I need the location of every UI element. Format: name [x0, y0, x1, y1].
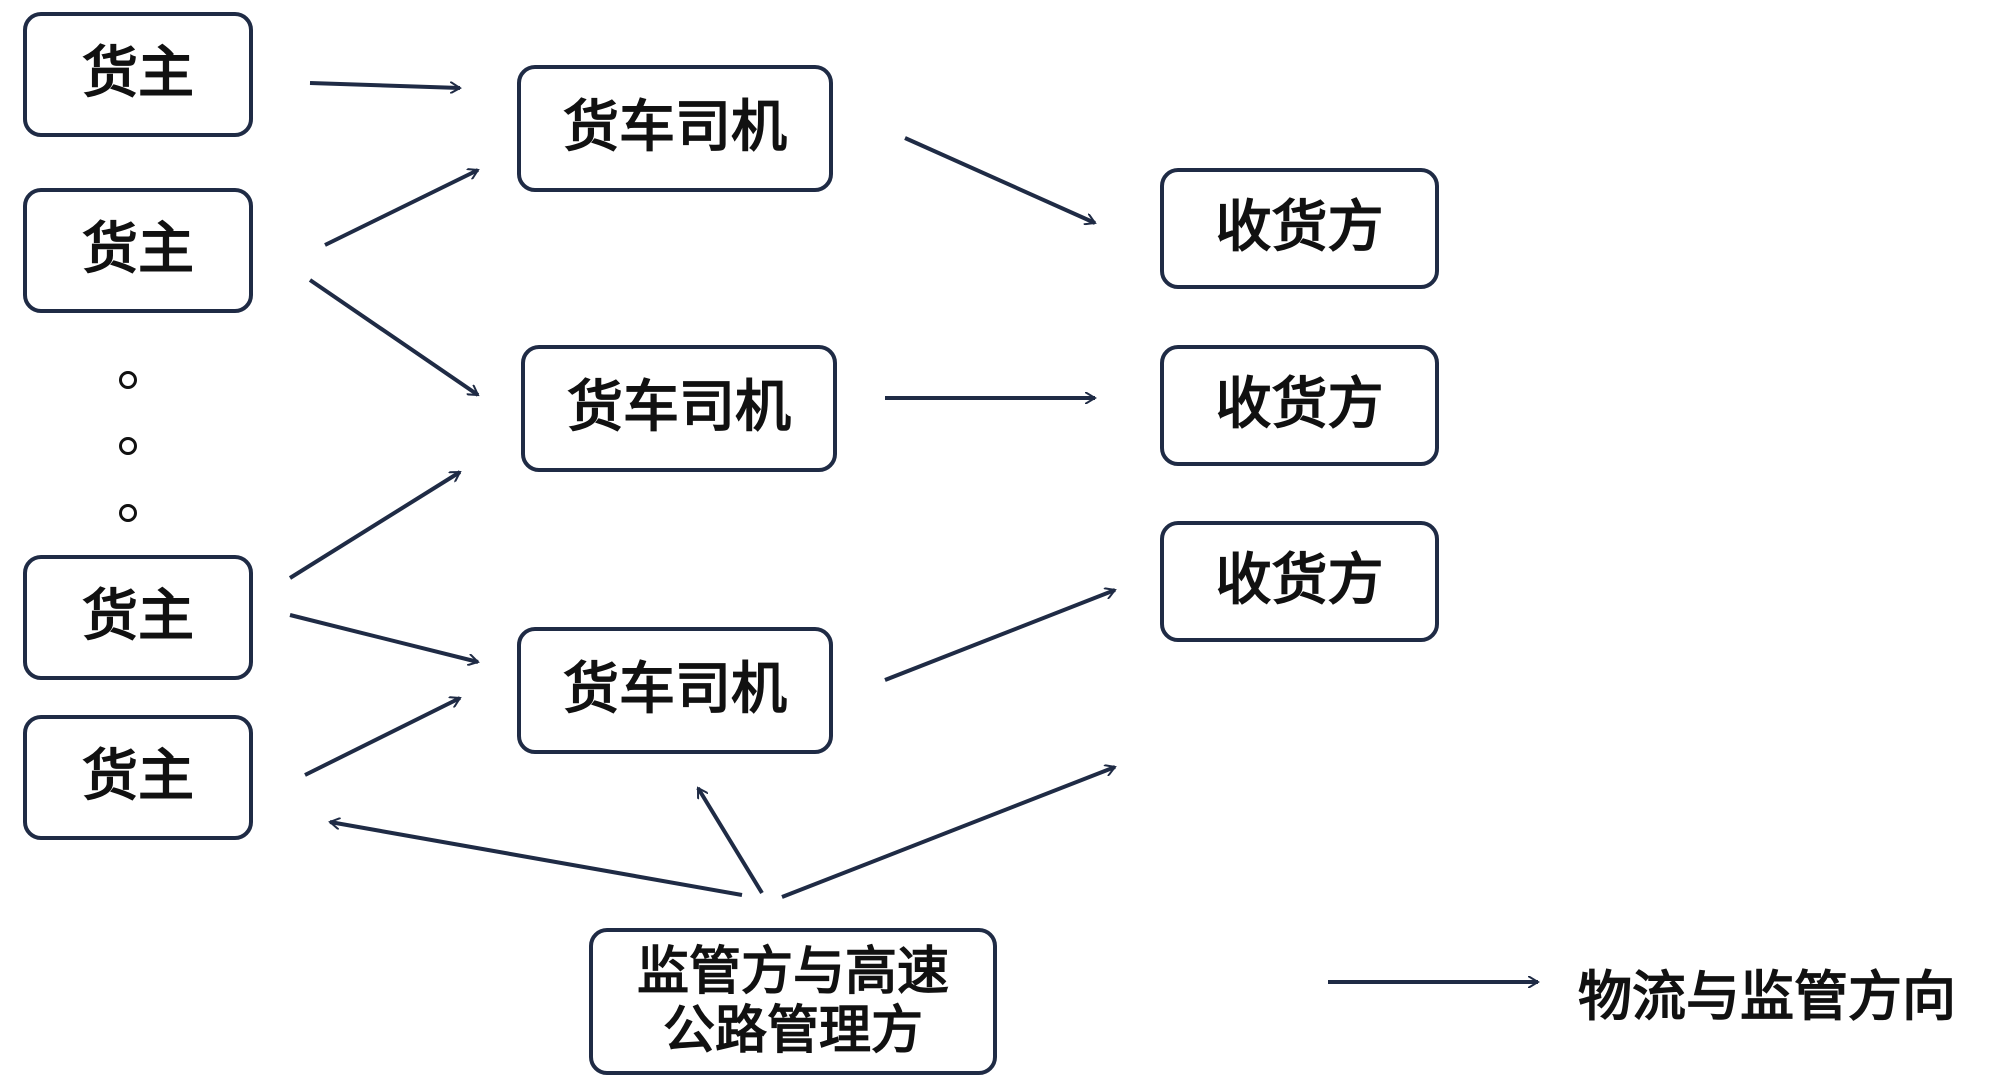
receiver-node-2: 收货方 — [1160, 345, 1439, 466]
arrow-driver3-to-receiver3 — [884, 590, 1115, 682]
arrow-shipper2-to-driver2 — [308, 278, 478, 397]
receiver-node-1: 收货方 — [1160, 168, 1439, 289]
arrow-driver1-to-receiver1 — [904, 136, 1095, 223]
driver-node-3: 货车司机 — [517, 627, 833, 754]
ellipsis-dot — [119, 437, 137, 455]
receiver-node-3: 收货方 — [1160, 521, 1439, 642]
shipper-label: 货主 — [82, 744, 194, 810]
receiver-label: 收货方 — [1215, 548, 1384, 614]
arrow-regulator-to-receiver — [781, 767, 1115, 899]
arrow-shipper1-to-driver1 — [309, 81, 460, 88]
ellipsis-dot — [119, 504, 137, 522]
driver-label: 货车司机 — [567, 375, 791, 441]
shipper-node-2: 货主 — [23, 188, 253, 313]
shipper-label: 货主 — [82, 217, 194, 283]
legend-label: 物流与监管方向 — [1578, 965, 1956, 1028]
shipper-label: 货主 — [82, 41, 194, 107]
receiver-label: 收货方 — [1215, 372, 1384, 438]
shipper-label: 货主 — [82, 584, 194, 650]
ellipsis-dot — [119, 371, 137, 389]
driver-node-1: 货车司机 — [517, 65, 833, 192]
arrow-regulator-to-shipper — [330, 822, 743, 897]
arrow-regulator-to-driver — [696, 788, 764, 895]
regulator-label-line1: 监管方与高速 — [636, 942, 949, 1003]
regulator-label-line2: 公路管理方 — [662, 1000, 923, 1061]
arrow-shipper3-to-driver2 — [288, 470, 460, 580]
driver-label: 货车司机 — [563, 657, 787, 723]
arrow-shipper4-to-driver3 — [304, 698, 460, 777]
driver-label: 货车司机 — [563, 95, 787, 161]
shipper-node-1: 货主 — [23, 12, 253, 137]
shipper-node-4: 货主 — [23, 715, 253, 840]
arrow-shipper3-to-driver3 — [289, 613, 478, 662]
driver-node-2: 货车司机 — [521, 345, 837, 472]
regulator-node: 监管方与高速 公路管理方 — [589, 928, 997, 1075]
shipper-node-3: 货主 — [23, 555, 253, 680]
receiver-label: 收货方 — [1215, 195, 1384, 261]
arrow-shipper2-to-driver1 — [324, 170, 478, 247]
